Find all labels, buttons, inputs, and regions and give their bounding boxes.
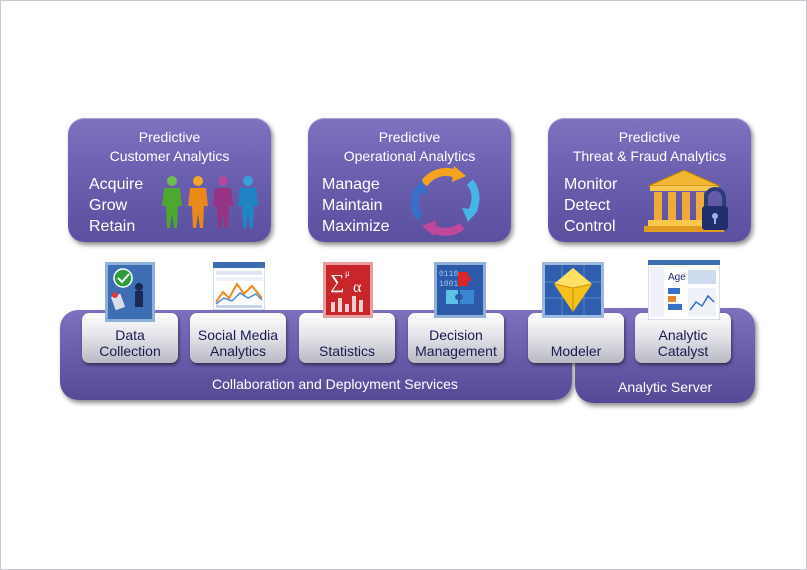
analytic-catalyst-tile: Analytic Catalyst (635, 313, 731, 363)
data-collection-tile: Data Collection (82, 313, 178, 363)
social-media-analytics-icon (213, 262, 265, 310)
modeler-tile: Modeler (528, 313, 624, 363)
statistics-icon: ∑ α μ (323, 262, 373, 318)
svg-text:∑: ∑ (330, 271, 344, 293)
social-media-analytics-tile: Social Media Analytics (190, 313, 286, 363)
capability-item: Grow (89, 197, 128, 214)
box-title-line: Customer Analytics (109, 148, 230, 164)
capability-item: Manage (322, 176, 380, 193)
decision-management-icon: 0110 1001 (434, 262, 486, 318)
tile-label-line: Data (115, 327, 145, 343)
catalyst-thumb-text: Age (668, 272, 686, 283)
cycle-arrows-icon (410, 166, 480, 236)
capability-item: Control (564, 218, 616, 235)
tile-label-line: Analytic (658, 327, 708, 343)
decision-management-tile: Decision Management (408, 313, 504, 363)
data-collection-icon (105, 262, 155, 322)
capability-list: Monitor Detect Control (564, 174, 617, 237)
customer-analytics-box: Predictive Customer Analytics Acquire Gr… (68, 118, 271, 242)
box-title-line: Threat & Fraud Analytics (572, 148, 727, 164)
tile-label-line: Collection (99, 343, 161, 359)
capability-item: Acquire (89, 176, 144, 193)
analytic-server-label: Analytic Server (618, 379, 713, 395)
threat-fraud-analytics-box: Predictive Threat & Fraud Analytics Moni… (548, 118, 751, 242)
capability-item: Maintain (322, 197, 383, 214)
capability-list: Acquire Grow Retain (89, 174, 143, 237)
tile-label-line: Modeler (550, 343, 602, 359)
box-title: Predictive Threat & Fraud Analytics (548, 128, 751, 166)
box-title-line: Predictive (378, 129, 441, 145)
svg-text:μ: μ (345, 268, 350, 278)
box-title-line: Predictive (138, 129, 201, 145)
box-title: Predictive Customer Analytics (68, 128, 271, 166)
tile-label-line: Social Media (197, 327, 279, 343)
svg-text:1001: 1001 (439, 280, 458, 289)
box-title-line: Predictive (618, 129, 681, 145)
tile-label-line: Management (415, 343, 497, 359)
box-title-line: Operational Analytics (343, 148, 476, 164)
capability-item: Monitor (564, 176, 618, 193)
tile-label-line: Decision (429, 327, 483, 343)
capability-list: Manage Maintain Maximize (322, 174, 390, 237)
people-icon (162, 176, 258, 228)
tile-label-line: Statistics (318, 343, 375, 359)
tile-label-line: Analytics (209, 343, 267, 359)
tile-label-line: Catalyst (657, 343, 709, 359)
operational-analytics-box: Predictive Operational Analytics Manage … (308, 118, 511, 242)
bank-lock-icon (644, 169, 728, 232)
svg-text:0110: 0110 (439, 270, 458, 279)
collaboration-deployment-label: Collaboration and Deployment Services (212, 376, 458, 392)
capability-item: Retain (89, 218, 136, 235)
capability-item: Maximize (322, 218, 390, 235)
analytic-catalyst-icon: Age (648, 260, 720, 320)
capability-item: Detect (564, 197, 611, 214)
box-title: Predictive Operational Analytics (308, 128, 511, 166)
statistics-tile: Statistics (299, 313, 395, 363)
modeler-icon (542, 262, 604, 318)
svg-text:α: α (353, 279, 362, 296)
